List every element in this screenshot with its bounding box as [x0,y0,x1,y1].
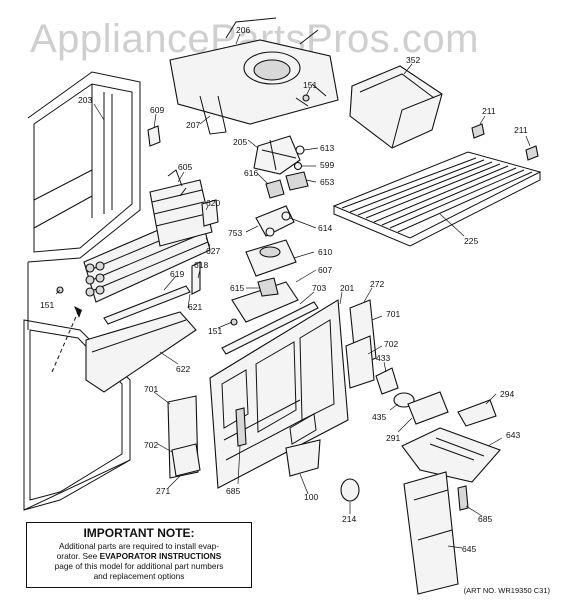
callout-605: 605 [178,162,192,172]
callout-207: 207 [186,120,200,130]
callout-271: 271 [156,486,170,496]
callout-201: 201 [340,283,354,293]
callout-620: 620 [206,198,220,208]
callout-291: 291 [386,433,400,443]
callout-618: 618 [194,260,208,270]
callout-151-motor: 151 [208,326,222,336]
shroud-291 [407,391,449,425]
note-body: Additional parts are required to install… [27,541,251,581]
note-title: IMPORTANT NOTE: [83,526,195,540]
cap-214 [340,478,360,502]
arrow-head [74,306,82,318]
callout-643: 643 [506,430,520,440]
callout-613: 613 [320,143,334,153]
important-note-box: IMPORTANT NOTE: Additional parts are req… [26,522,252,588]
grommet-614b [265,227,275,237]
direction-arrow [51,311,79,373]
note-line-2-prefix: orator. See [56,551,100,561]
callout-100: 100 [304,492,318,502]
shroud-cover-294 [457,399,497,427]
screw-151a [302,94,310,102]
callout-205: 205 [233,137,247,147]
callout-653: 653 [320,177,334,187]
light-socket-433 [375,367,399,395]
callout-225: 225 [464,236,478,246]
tray-643 [401,427,501,483]
fan-blade [253,135,301,175]
callout-702-left: 702 [144,440,158,450]
callout-272: 272 [370,279,384,289]
callout-151-shroud: 151 [303,80,317,90]
retainer-616 [265,179,285,199]
callout-294: 294 [500,389,514,399]
grommet-615 [257,277,279,297]
fan-hub-613 [295,145,305,155]
evaporator-coil [83,169,213,303]
heater-bar [103,285,191,325]
callout-615: 615 [230,283,244,293]
screw-685a [235,407,247,447]
callout-labels: 203 609 206 151 352 207 205 613 599 653 … [40,25,528,554]
wire-shelf [332,151,542,247]
tube-618 [191,261,201,295]
callout-703: 703 [312,283,326,293]
evaporator-cover [85,311,197,393]
cover-645 [403,471,459,595]
callout-214: 214 [342,514,356,524]
screw-211b [525,145,539,161]
screw-685b [457,485,469,511]
callout-619: 619 [170,269,184,279]
callout-610: 610 [318,247,332,257]
callout-702-right: 702 [384,339,398,349]
callout-701-right: 701 [386,309,400,319]
callout-435: 435 [372,412,386,422]
bracket-620 [201,199,219,227]
washer-599 [293,161,303,171]
crisper-bin [349,65,443,149]
callout-614: 614 [318,223,332,233]
cover-701a [345,335,375,389]
callout-211-right: 211 [514,125,528,135]
grommet-614a [281,211,291,221]
air-duct-panel [209,299,349,489]
callout-616: 616 [244,168,258,178]
callout-685-cover: 685 [478,514,492,524]
callout-599: 599 [320,160,334,170]
callout-206: 206 [236,25,250,35]
fan-shroud-assembly [169,17,339,135]
note-line-3: page of this model for additional part n… [54,561,224,571]
seal-strip-703 [221,301,319,355]
callout-433: 433 [376,353,390,363]
panel-702b [171,443,201,477]
motor-mount-653 [285,171,309,191]
callout-607: 607 [318,265,332,275]
leader-lines [55,33,531,549]
callout-609: 609 [150,105,164,115]
callout-627: 627 [206,246,220,256]
fan-motor-610 [245,239,297,277]
screw-211a [471,123,485,139]
screw-151c [230,318,238,326]
callout-645: 645 [462,544,476,554]
callout-701-left: 701 [144,384,158,394]
callout-621: 621 [188,302,202,312]
note-line-1: Additional parts are required to install… [58,541,220,551]
callout-685-panel: 685 [226,486,240,496]
callout-753: 753 [228,228,242,238]
callout-211-top: 211 [482,106,496,116]
callout-151-evap: 151 [40,300,54,310]
art-number: (ART NO. WR19350 C31) [463,586,550,595]
callout-352: 352 [406,55,420,65]
note-line-4: and replacement options [93,571,185,581]
callout-622: 622 [176,364,190,374]
clip-609 [147,125,161,147]
cup-100 [285,439,321,477]
callout-203: 203 [78,95,92,105]
refrigerator-cabinet [23,71,141,511]
bracket-753 [255,205,295,237]
note-line-2-bold: EVAPORATOR INSTRUCTIONS [99,551,222,561]
